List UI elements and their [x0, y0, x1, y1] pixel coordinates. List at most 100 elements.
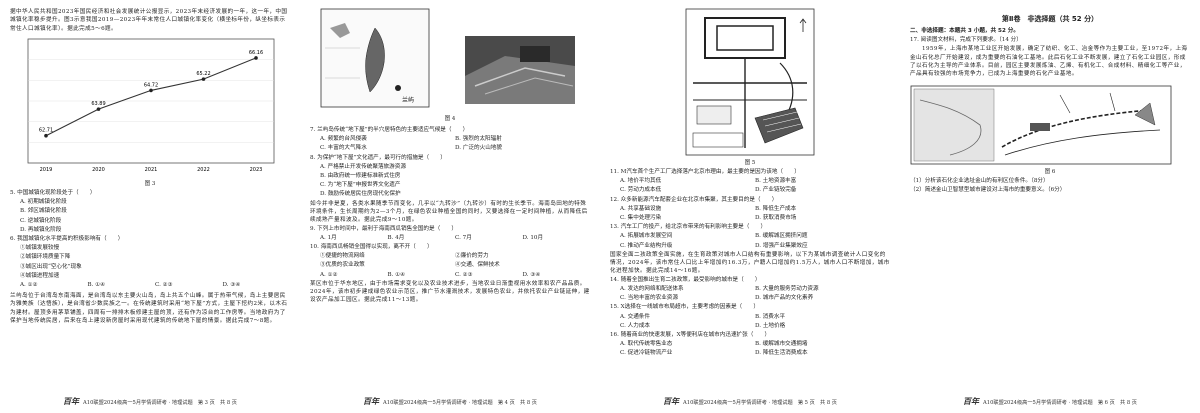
q11-option-c[interactable]: C. 劳动力成本低 — [620, 187, 662, 194]
data-label: 63.89 — [91, 101, 105, 107]
q8-option-a[interactable]: A. 严格禁止开发传统聚落旅游资源 — [320, 163, 406, 170]
question-6: 6. 我国城镇化水平提高的积极影响有（ ） — [10, 235, 124, 242]
data-point — [44, 133, 48, 138]
q7-option-c[interactable]: C. 丰富的大气降水 — [320, 145, 367, 152]
q11-option-b[interactable]: B. 土地资源丰富 — [755, 178, 797, 185]
q7-options: A. 频繁的台风侵袭 B. 强烈的太阳辐射 C. 丰富的大气降水 D. 广泛的火… — [310, 135, 590, 153]
q12-option-d[interactable]: D. 获取消费市场 — [755, 215, 797, 222]
brand-logo: 百年 — [363, 397, 380, 406]
data-point — [149, 88, 153, 93]
q8-option-b[interactable]: B. 由政府统一修建标准新式住房 — [320, 173, 401, 180]
q10-option-a[interactable]: A. ①② — [320, 271, 338, 278]
q15-option-a[interactable]: A. 交通条件 — [620, 313, 650, 320]
q13-option-a[interactable]: A. 拓展城市发展空间 — [620, 233, 673, 240]
brand-logo: 百年 — [63, 397, 80, 406]
q16-option-c[interactable]: C. 促进冷链物流产业 — [620, 350, 673, 357]
q12-option-c[interactable]: C. 集中处理污染 — [620, 215, 662, 222]
q13-option-c[interactable]: C. 推动产业结构升级 — [620, 242, 673, 249]
page-3: 据中华人民共和国2023年国民经济和社会发展统计公报显示，2023年末经济发展的… — [0, 0, 300, 413]
figure-caption: 图 5 — [744, 160, 756, 166]
q15-option-d[interactable]: D. 土地价格 — [755, 322, 786, 329]
page-4: 兰屿 图 4 7. 兰屿岛传统“地下屋”的半穴居特色的主要适应气候是（ ） A.… — [300, 0, 600, 413]
q8-option-d[interactable]: D. 鼓励传统居民住房现代化保护 — [320, 191, 401, 198]
passage-lanyu: 兰屿岛位于台湾岛东南海面，是台湾岛以东主要火山岛，岛上共五个山峰。属于热带气候，… — [10, 293, 288, 325]
q12-option-b[interactable]: B. 降低生产成本 — [755, 205, 797, 212]
page-6: 第Ⅱ卷 非选择题（共 52 分） 二、非选择题：本题共 3 小题，共 52 分。… — [900, 0, 1200, 413]
q6-option-b[interactable]: B. ①④ — [87, 281, 106, 288]
q6-option-a[interactable]: A. ①② — [20, 281, 38, 288]
brand-logo: 百年 — [663, 397, 680, 406]
map-label: 兰屿 — [402, 96, 414, 104]
q16-option-d[interactable]: D. 降低生活消费成本 — [755, 350, 808, 357]
q14-option-c[interactable]: C. 当地丰富的农业资源 — [620, 295, 678, 302]
q13-option-b[interactable]: B. 缓解城区拥挤问题 — [755, 233, 808, 240]
question-17: 17. 阅读图文材料，完成下列要求。（14 分） — [910, 37, 1022, 44]
q16-option-b[interactable]: B. 缓解城市交通拥堵 — [755, 341, 808, 348]
question-17-1: （1）分析该石化企业选址金山的有利区位条件。（8分） — [910, 177, 1049, 184]
question-17-2: （2）简述金山卫智慧型城市建设对上海市的重要意义。（6分） — [910, 186, 1066, 193]
data-label: 62.71 — [39, 128, 53, 134]
q5-option-a[interactable]: A. 初期城镇化阶段 — [20, 199, 67, 206]
question-10: 10. 海南西瓜畅销全国得以实现，离不开（ ） — [310, 243, 433, 250]
page-5: 图 5 11. M汽车首个生产工厂选择落户北京市理由，最主要的是因为该地（ ） … — [600, 0, 900, 413]
north-arrow-icon — [799, 18, 807, 32]
q12-option-a[interactable]: A. 共享基础设施 — [620, 205, 662, 212]
footer-text: A10联盟2024级高一5月学情调研考 · 地理试题 第 5 页 共 8 页 — [683, 400, 837, 406]
q11-option-d[interactable]: D. 产业链较完备 — [755, 187, 797, 194]
q10-item-3: ③优质的农业政策 — [320, 262, 365, 269]
q16-options: A. 取代传统零售业态 B. 缓解城市交通拥堵 C. 促进冷链物流产业 D. 降… — [610, 340, 890, 358]
q13-option-d[interactable]: D. 增强产业集聚效应 — [755, 242, 808, 249]
taiwan-map: 兰屿 — [320, 8, 430, 108]
city-map — [685, 8, 815, 156]
q8-option-c[interactable]: C. 为“地下屋”申报世界文化遗产 — [320, 182, 401, 189]
q5-option-b[interactable]: B. 郊区城镇化阶段 — [20, 208, 67, 215]
q14-option-d[interactable]: D. 城市产品的文化素养 — [755, 295, 814, 302]
q6-option-c[interactable]: C. ②③ — [155, 281, 173, 288]
q9-option-a[interactable]: A. 1月 — [320, 234, 337, 241]
q9-option-d[interactable]: D. 10月 — [522, 234, 544, 241]
q13-options: A. 拓展城市发展空间 B. 缓解城区拥挤问题 C. 推动产业结构升级 D. 增… — [610, 232, 890, 250]
question-14: 14. 随着全国推出生育二孩政策，最受影响的城市是（ ） — [610, 276, 761, 283]
q11-options: A. 地价平均其低 B. 土地资源丰富 C. 劳动力成本低 D. 产业链较完备 — [610, 177, 890, 195]
q12-options: A. 共享基础设施 B. 降低生产成本 C. 集中处理污染 D. 获取消费市场 — [610, 205, 890, 223]
q5-option-d[interactable]: D. 再城镇化阶段 — [20, 226, 62, 233]
q6-option-d[interactable]: D. ③④ — [222, 281, 241, 288]
footer-text: A10联盟2024级高一5月学情调研考 · 地理试题 第 4 页 共 8 页 — [383, 400, 537, 406]
q6-item-1: ①城镇发展较慢 — [20, 245, 60, 252]
q7-option-b[interactable]: B. 强烈的太阳辐射 — [455, 136, 502, 143]
q10-option-b[interactable]: B. ①④ — [387, 271, 406, 278]
x-tick-label: 2019 — [40, 167, 53, 173]
q9-options: A. 1月 B. 4月 C. 7月 D. 10月 — [310, 234, 590, 243]
question-12: 12. 众多新能源汽车配套企业在北京市集聚，其主要目的是（ ） — [610, 196, 778, 203]
q9-option-c[interactable]: C. 7月 — [455, 234, 472, 241]
q16-option-a[interactable]: A. 取代传统零售业态 — [620, 341, 673, 348]
underground-house-photo — [465, 36, 575, 104]
question-5: 5. 中国城镇化现阶段处于（ ） — [10, 189, 96, 196]
figure-caption: 图 6 — [1044, 168, 1056, 175]
passage-city: 国家全面二孩政策全面实施，在生育政策对城市人口结构有重要影响，以下为某城市调查统… — [610, 251, 890, 275]
x-tick-label: 2023 — [250, 167, 263, 173]
q10-item-2: ②廉价的劳力 — [455, 253, 489, 260]
q14-option-a[interactable]: A. 发达的网络和配送体系 — [620, 285, 684, 292]
q7-option-a[interactable]: A. 频繁的台风侵袭 — [320, 136, 367, 143]
question-16: 16. 随着商业的快速发展，X等便利店在城市内迅速扩张（ ） — [610, 331, 771, 338]
q10-option-c[interactable]: C. ②③ — [455, 271, 473, 278]
q6-options: A. ①② B. ①④ C. ②③ D. ③④ — [10, 281, 290, 290]
q10-option-d[interactable]: D. ③④ — [522, 271, 541, 278]
q5-option-c[interactable]: C. 逆城镇化阶段 — [20, 217, 62, 224]
q15-option-b[interactable]: B. 消费水平 — [755, 313, 786, 320]
data-point — [96, 107, 101, 111]
brand-logo: 百年 — [963, 397, 980, 406]
data-label: 65.22 — [196, 71, 210, 77]
q9-option-b[interactable]: B. 4月 — [387, 234, 405, 241]
q7-option-d[interactable]: D. 广泛的火山地貌 — [455, 145, 502, 152]
q11-option-a[interactable]: A. 地价平均其低 — [620, 178, 662, 185]
q10-item-4: ④交通、保鲜技术 — [455, 262, 500, 269]
question-8: 8. 为保护“地下屋”文化遗产，最可行的措施是（ ） — [310, 154, 446, 161]
q15-option-c[interactable]: C. 人力成本 — [620, 322, 651, 329]
q14-option-b[interactable]: B. 大量的服务劳动力资源 — [755, 285, 819, 292]
footer-text: A10联盟2024级高一5月学情调研考 · 地理试题 第 3 页 共 8 页 — [83, 400, 237, 406]
